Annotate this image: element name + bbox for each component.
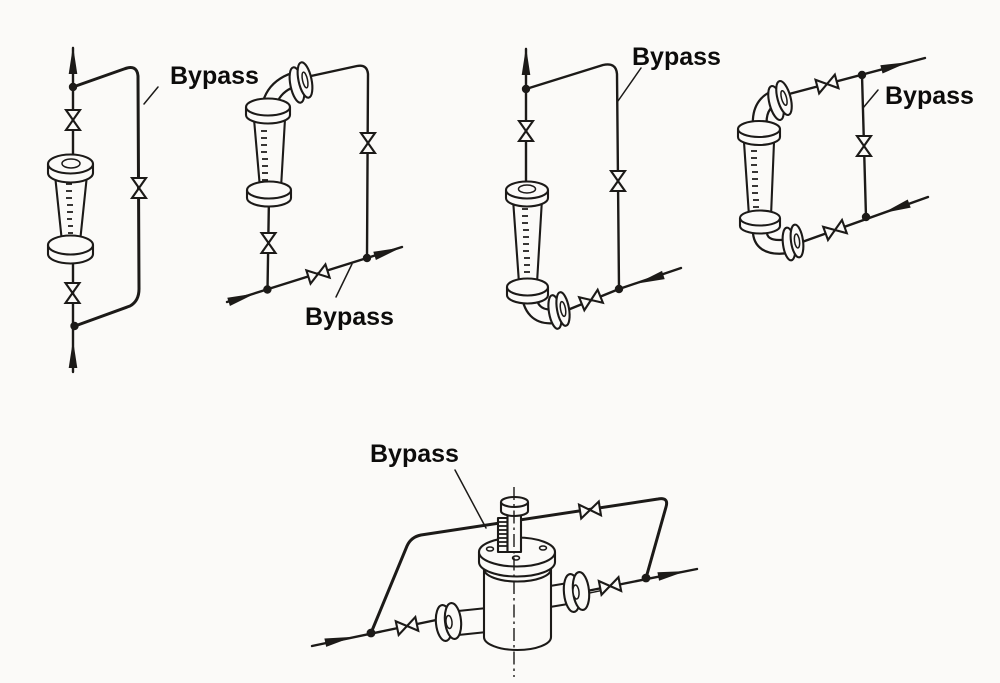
bypass-label: Bypass: [305, 303, 394, 331]
rotameter-scale-ticks: [66, 183, 73, 234]
meter-body: [482, 566, 553, 652]
inlet-flange-port: [445, 614, 453, 630]
junction-dot: [70, 321, 79, 331]
rotameter-top-flange-face: [244, 97, 292, 117]
rotameter-body: [252, 117, 287, 190]
bypass-label: Bypass: [170, 62, 259, 90]
diagram-rotameter-bottom-elbow: Bypass: [504, 43, 721, 330]
junction-dot: [366, 628, 376, 638]
inlet-valve-icon: [394, 614, 420, 638]
label-leader-line: [617, 67, 642, 102]
bypass-valve-icon: [608, 169, 628, 193]
junction-dot: [362, 253, 372, 263]
flow-arrow-icon: [882, 199, 911, 214]
meter-valve-icon: [259, 231, 278, 255]
bypass-valve-icon: [854, 134, 874, 158]
bypass-line: [369, 497, 669, 635]
rotameter-scale-ticks: [261, 130, 268, 181]
diagram-meter-horizontal-run: Bypass: [310, 440, 699, 677]
flow-arrow-icon: [324, 636, 353, 647]
bypass-label: Bypass: [370, 440, 459, 468]
diagram-rotameter-double-elbow: Bypass: [736, 56, 974, 262]
label-leader-line: [454, 469, 487, 529]
junction-dot: [641, 573, 651, 583]
bolt-hole: [485, 546, 495, 552]
inlet-valve-icon: [577, 287, 605, 313]
inlet-valve-icon: [63, 108, 83, 132]
bypass-line: [524, 63, 621, 291]
label-leader-line: [143, 86, 159, 105]
diagram-rotameter-vertical-inline: Bypass: [46, 46, 259, 374]
rotameter-bottom-flange-face: [505, 277, 550, 297]
flow-arrow-icon: [68, 340, 78, 368]
junction-dot: [614, 284, 624, 294]
flow-arrow-icon: [636, 270, 665, 284]
bolt-hole: [538, 545, 548, 551]
bypass-label: Bypass: [632, 43, 721, 71]
outlet-valve-icon: [813, 72, 841, 96]
junction-dot: [861, 212, 871, 222]
bypass-valve-icon: [304, 262, 332, 286]
elbow-flange-port: [780, 89, 788, 107]
stem-threaded-collar: [496, 516, 509, 554]
bypass-valve-icon: [129, 176, 149, 200]
inlet-flange-ring: [443, 602, 463, 640]
flow-arrow-icon: [68, 46, 78, 74]
outlet-valve-icon: [597, 575, 623, 597]
outlet-valve-icon: [63, 281, 82, 305]
diagram-rotameter-top-elbow: Bypass: [225, 61, 404, 331]
bypass-line: [309, 64, 370, 260]
rotameter-bottom-flange-face: [738, 209, 782, 227]
rotameter-body: [53, 173, 89, 244]
rotameter-top-port: [61, 158, 81, 169]
bypass-label: Bypass: [885, 82, 974, 110]
rotameter-bottom-flange-face: [245, 180, 293, 200]
rotameter-bottom-flange-face: [46, 234, 95, 256]
flow-arrow-icon: [880, 62, 909, 74]
riser-valve-icon: [516, 119, 536, 143]
rotameter-body: [511, 197, 544, 285]
riser-valve-icon: [358, 131, 378, 155]
inlet-valve-icon: [821, 217, 849, 243]
flow-arrow-icon: [373, 247, 402, 261]
bypass-valve-icon: [577, 499, 603, 521]
elbow-flange-port: [559, 300, 567, 318]
rotameter-body: [742, 140, 776, 218]
outlet-flange-port: [572, 584, 580, 600]
flow-arrow-icon: [521, 47, 531, 75]
elbow-flange-port: [301, 71, 309, 89]
rotameter-top-port: [517, 184, 537, 194]
stem-thread-hatching: [498, 521, 508, 547]
rotameter-top-flange-face: [736, 119, 782, 139]
label-leader-line: [335, 263, 353, 298]
junction-dot: [521, 84, 531, 94]
flow-arrow-icon: [657, 571, 686, 581]
junction-dot: [857, 70, 867, 80]
elbow-flange-port: [793, 233, 801, 249]
label-leader-line: [862, 89, 879, 109]
rotameter-scale-ticks: [751, 150, 759, 208]
rotameter-scale-ticks: [522, 208, 530, 273]
meter-inlet-pipe: [456, 606, 489, 637]
junction-dot: [68, 82, 78, 92]
flow-arrow-icon: [227, 293, 256, 307]
junction-dot: [263, 285, 272, 294]
